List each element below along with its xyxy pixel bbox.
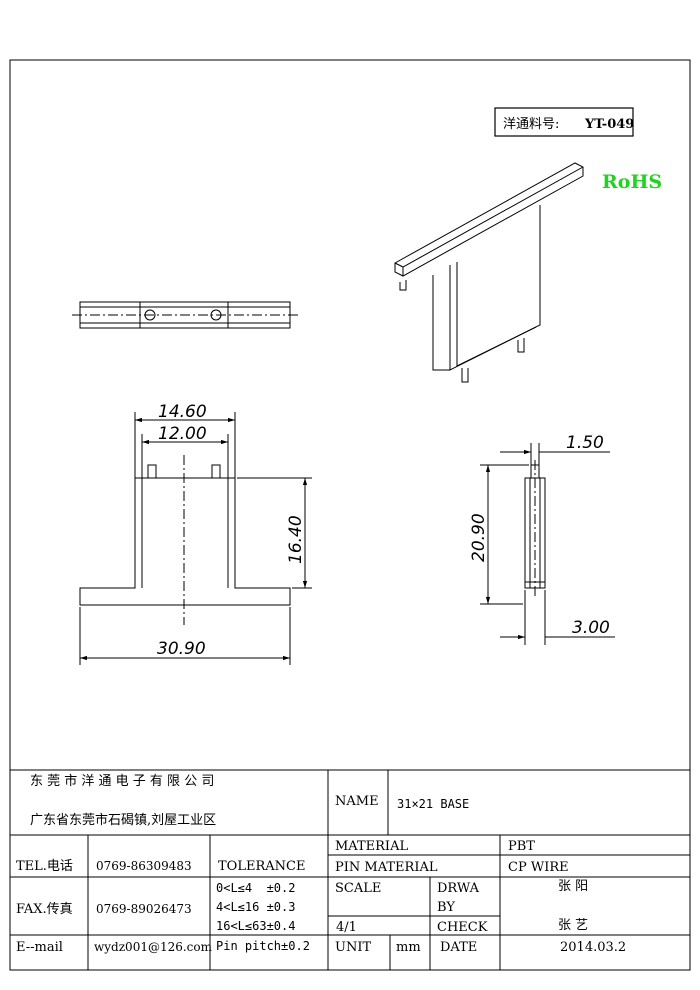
- dim-side-top: 1.50: [566, 433, 604, 453]
- company-name: 东 莞 市 洋 通 电 子 有 限 公 司: [30, 773, 214, 789]
- email-value: wydz001@126.com: [94, 940, 213, 954]
- tolerance-line-1: 0<L≤4 ±0.2: [216, 881, 295, 895]
- drawn-by-label-1: DRWA: [437, 881, 480, 896]
- unit-label: UNIT: [335, 940, 371, 955]
- tolerance-line-3: 16<L≤63±0.4: [216, 919, 295, 933]
- pin-pitch: Pin pitch±0.2: [216, 939, 310, 953]
- front-view: [79, 412, 312, 665]
- fax-value: 0769-89026473: [96, 902, 192, 916]
- tolerance-label: TOLERANCE: [218, 859, 305, 874]
- dim-front-base-width: 30.90: [157, 639, 206, 659]
- title-block: [10, 769, 690, 970]
- part-number-code: YT-049: [584, 117, 634, 132]
- dim-side-height: 20.90: [469, 513, 489, 562]
- drawn-by-value: 张 阳: [558, 879, 588, 894]
- sheet-border: [9, 59, 691, 971]
- check-value: 张 艺: [558, 918, 588, 933]
- dim-front-height: 16.40: [286, 515, 306, 564]
- date-value: 2014.03.2: [560, 940, 626, 955]
- top-view: [72, 301, 298, 329]
- scale-label: SCALE: [335, 881, 381, 896]
- dim-front-width-inner: 12.00: [158, 424, 207, 444]
- name-value: 31×21 BASE: [397, 797, 469, 811]
- check-label: CHECK: [437, 920, 488, 935]
- pin-material-value: CP WIRE: [508, 860, 569, 875]
- date-label: DATE: [440, 940, 477, 955]
- scale-value: 4/1: [336, 920, 357, 935]
- dim-side-bottom: 3.00: [572, 618, 610, 638]
- unit-value: mm: [396, 940, 421, 955]
- material-label: MATERIAL: [335, 839, 408, 854]
- dim-front-width-outer: 14.60: [158, 402, 207, 422]
- material-value: PBT: [508, 839, 535, 854]
- rohs-mark: RoHS: [602, 171, 662, 193]
- tel-value: 0769-86309483: [96, 859, 192, 873]
- drawn-by-label-2: BY: [437, 900, 455, 915]
- email-label: E--mail: [16, 940, 63, 955]
- tolerance-line-2: 4<L≤16 ±0.3: [216, 900, 295, 914]
- isometric-view: [394, 162, 584, 383]
- company-address: 广东省东莞市石碣镇,刘屋工业区: [30, 812, 216, 828]
- tel-label: TEL.电话: [16, 859, 73, 874]
- part-number-box: 洋通料号: YT-049: [494, 107, 634, 137]
- name-label: NAME: [335, 794, 379, 809]
- pin-material-label: PIN MATERIAL: [335, 860, 438, 875]
- part-number-label: 洋通料号:: [503, 117, 559, 132]
- side-view: [480, 443, 615, 645]
- fax-label: FAX.传真: [16, 902, 73, 917]
